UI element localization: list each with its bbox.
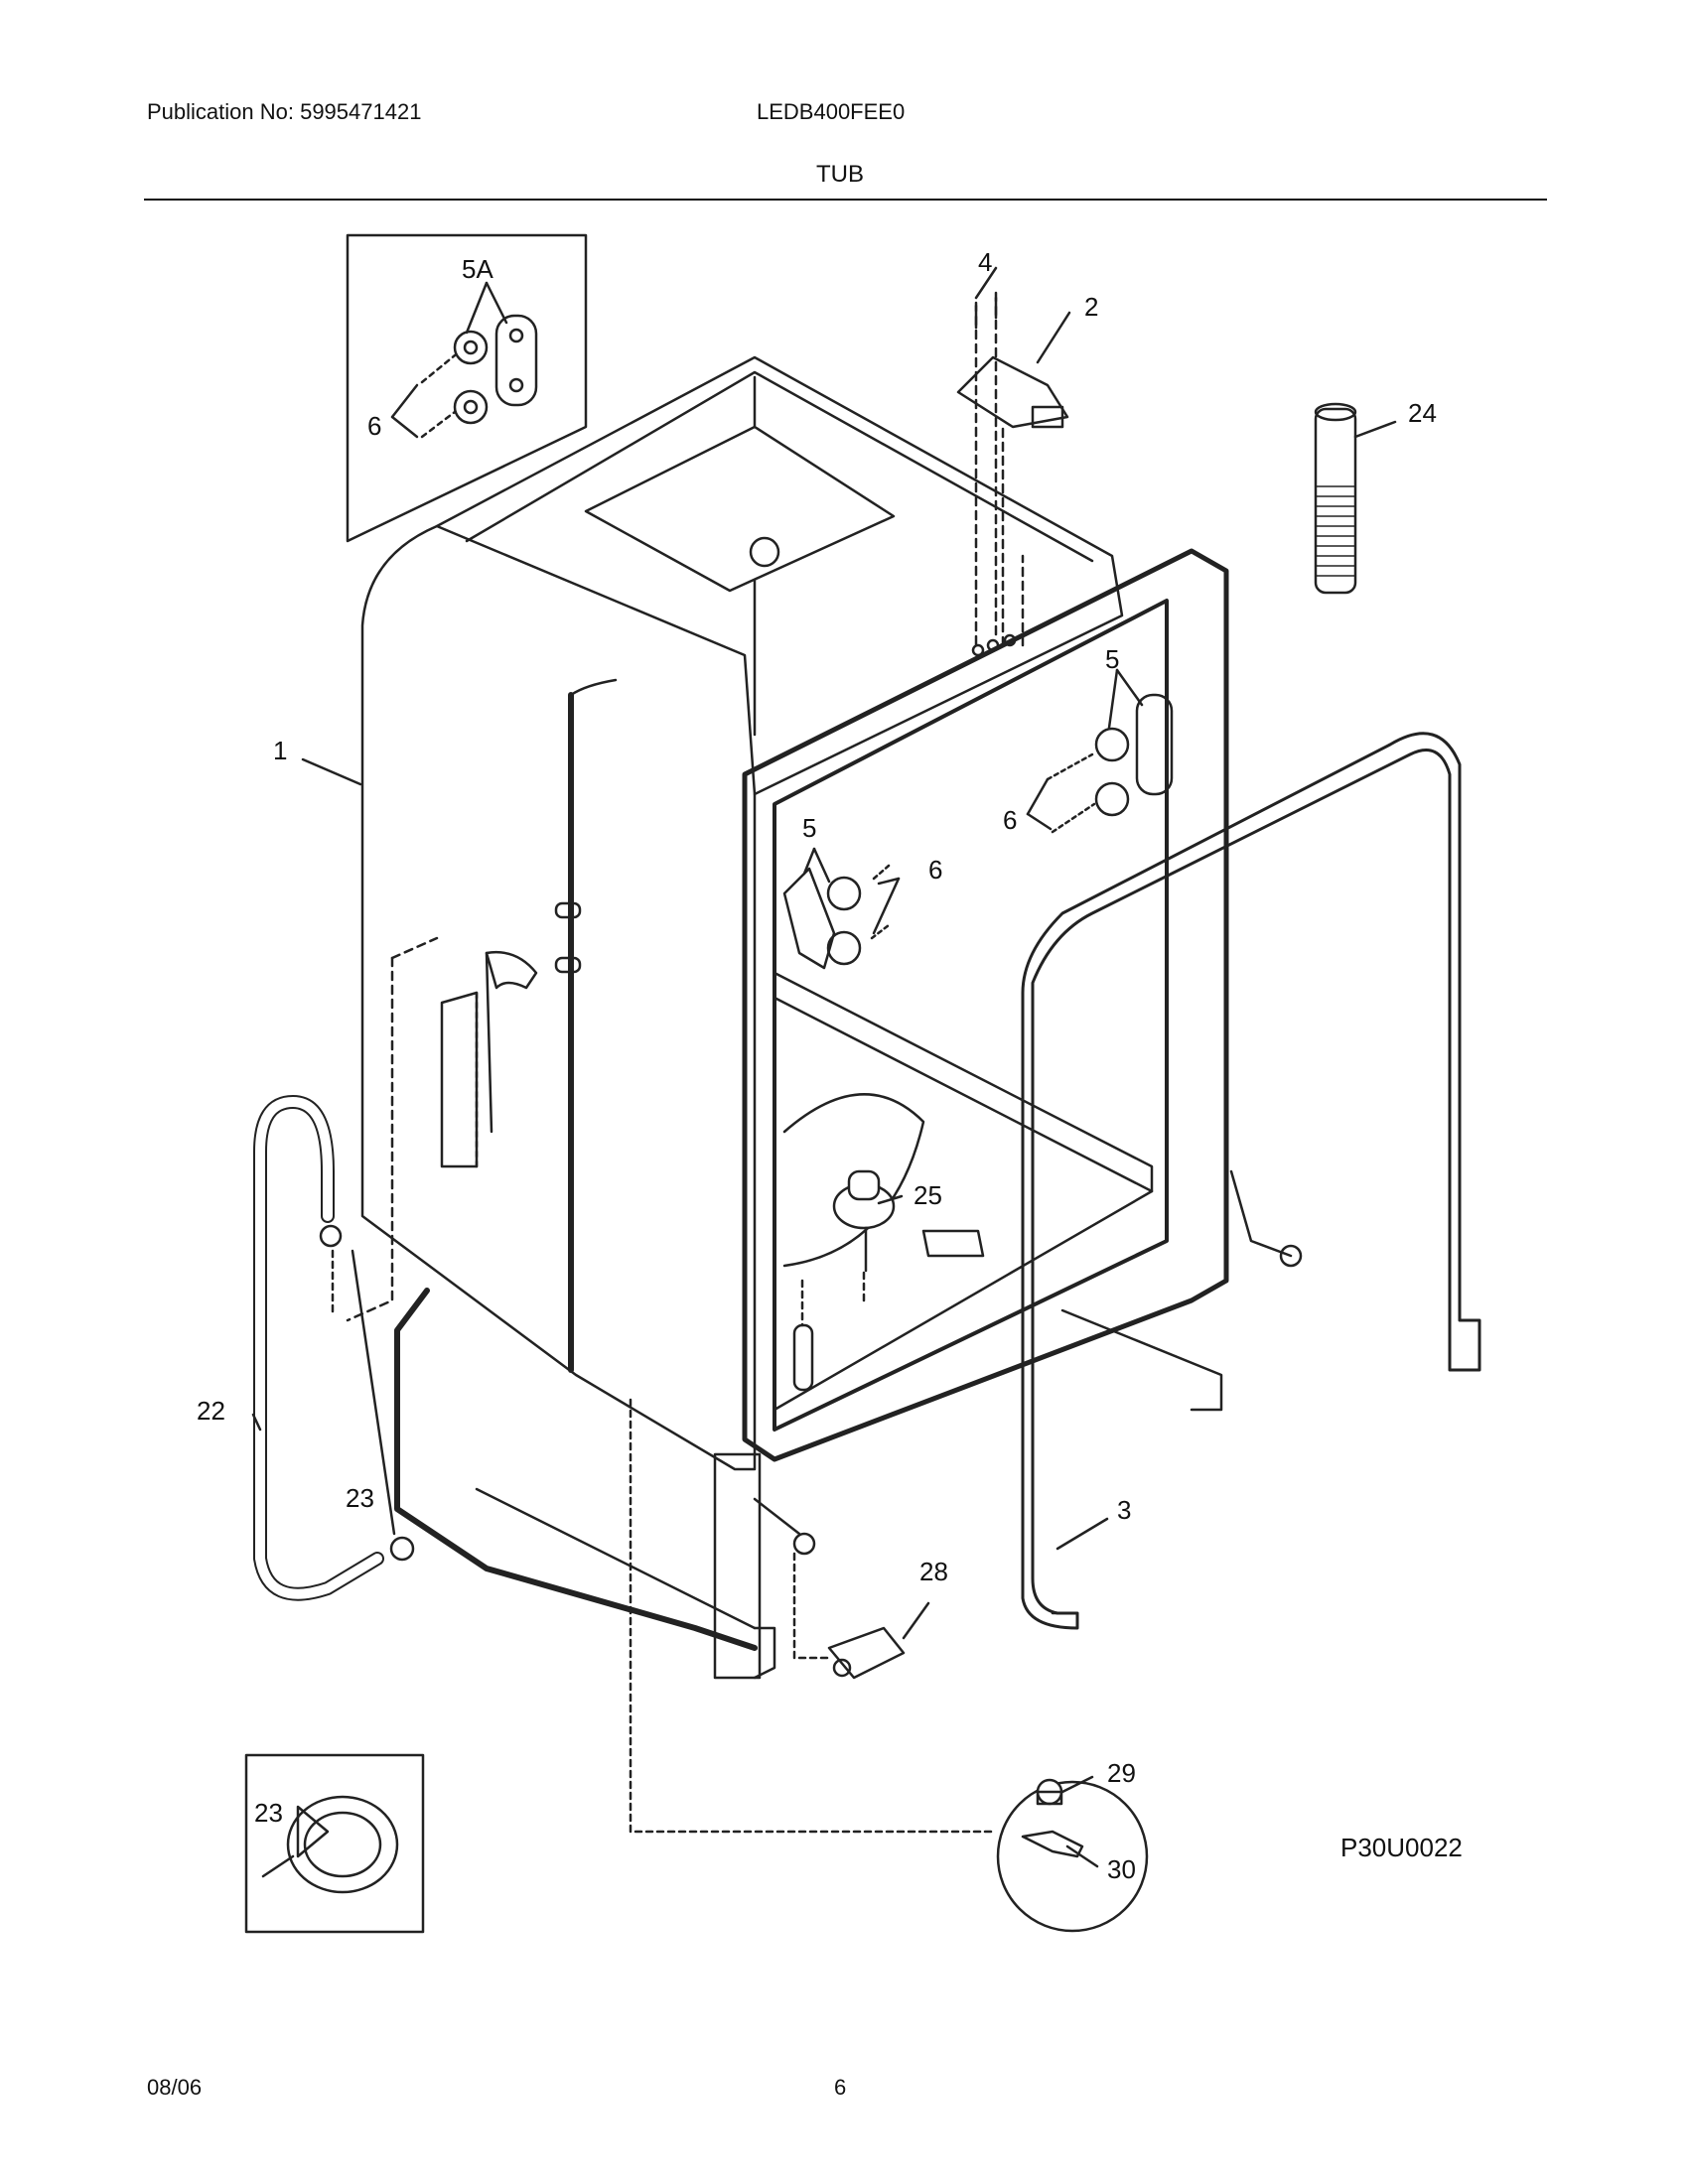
tub-front-frame: [742, 425, 1229, 1462]
callout-23: 23: [346, 1483, 374, 1513]
header-rule: [144, 199, 1547, 201]
clamp-inset: [244, 1753, 425, 1934]
callout-22: 22: [197, 1396, 225, 1426]
callout-5A: 5A: [462, 254, 493, 284]
publication-number: Publication No: 5995471421: [147, 99, 422, 124]
door-seal-gasket: [1021, 732, 1481, 1630]
rack-rollers-right: [1026, 668, 1174, 834]
mounting-bracket: [956, 266, 1069, 647]
drain-hose: [253, 1095, 415, 1601]
callout-6-right: 6: [1003, 805, 1017, 835]
bottom-rail: [394, 1169, 1303, 1680]
callout-5-right: 5: [1105, 644, 1119, 674]
callout-23-inset: 23: [254, 1798, 283, 1828]
callout-2: 2: [1084, 292, 1098, 322]
callout-4: 4: [978, 247, 992, 277]
callout-6-left: 6: [928, 855, 942, 885]
callout-5-left: 5: [802, 813, 816, 843]
callout-6-inset: 6: [367, 411, 381, 441]
door-switch: [792, 1552, 930, 1680]
thermostat-detail: [629, 1398, 1149, 1933]
float-assembly: [792, 1169, 985, 1392]
callout-24: 24: [1408, 398, 1437, 428]
diagram-code: P30U0022: [1340, 1833, 1463, 1862]
model-number: LEDB400FEE0: [757, 99, 906, 124]
vent-tube: [1314, 402, 1357, 595]
rack-rollers-left: [782, 847, 901, 970]
tub-body: [346, 355, 1124, 1471]
callout-1: 1: [273, 736, 287, 765]
footer-date: 08/06: [147, 2075, 203, 2100]
section-title: TUB: [816, 161, 864, 188]
callout-29: 29: [1107, 1758, 1136, 1788]
callout-28: 28: [919, 1557, 948, 1586]
page-number: 6: [834, 2075, 847, 2100]
callout-25: 25: [914, 1180, 942, 1210]
callout-30: 30: [1107, 1854, 1136, 1884]
callout-3: 3: [1117, 1495, 1131, 1525]
inset-roller-detail: [346, 233, 588, 543]
